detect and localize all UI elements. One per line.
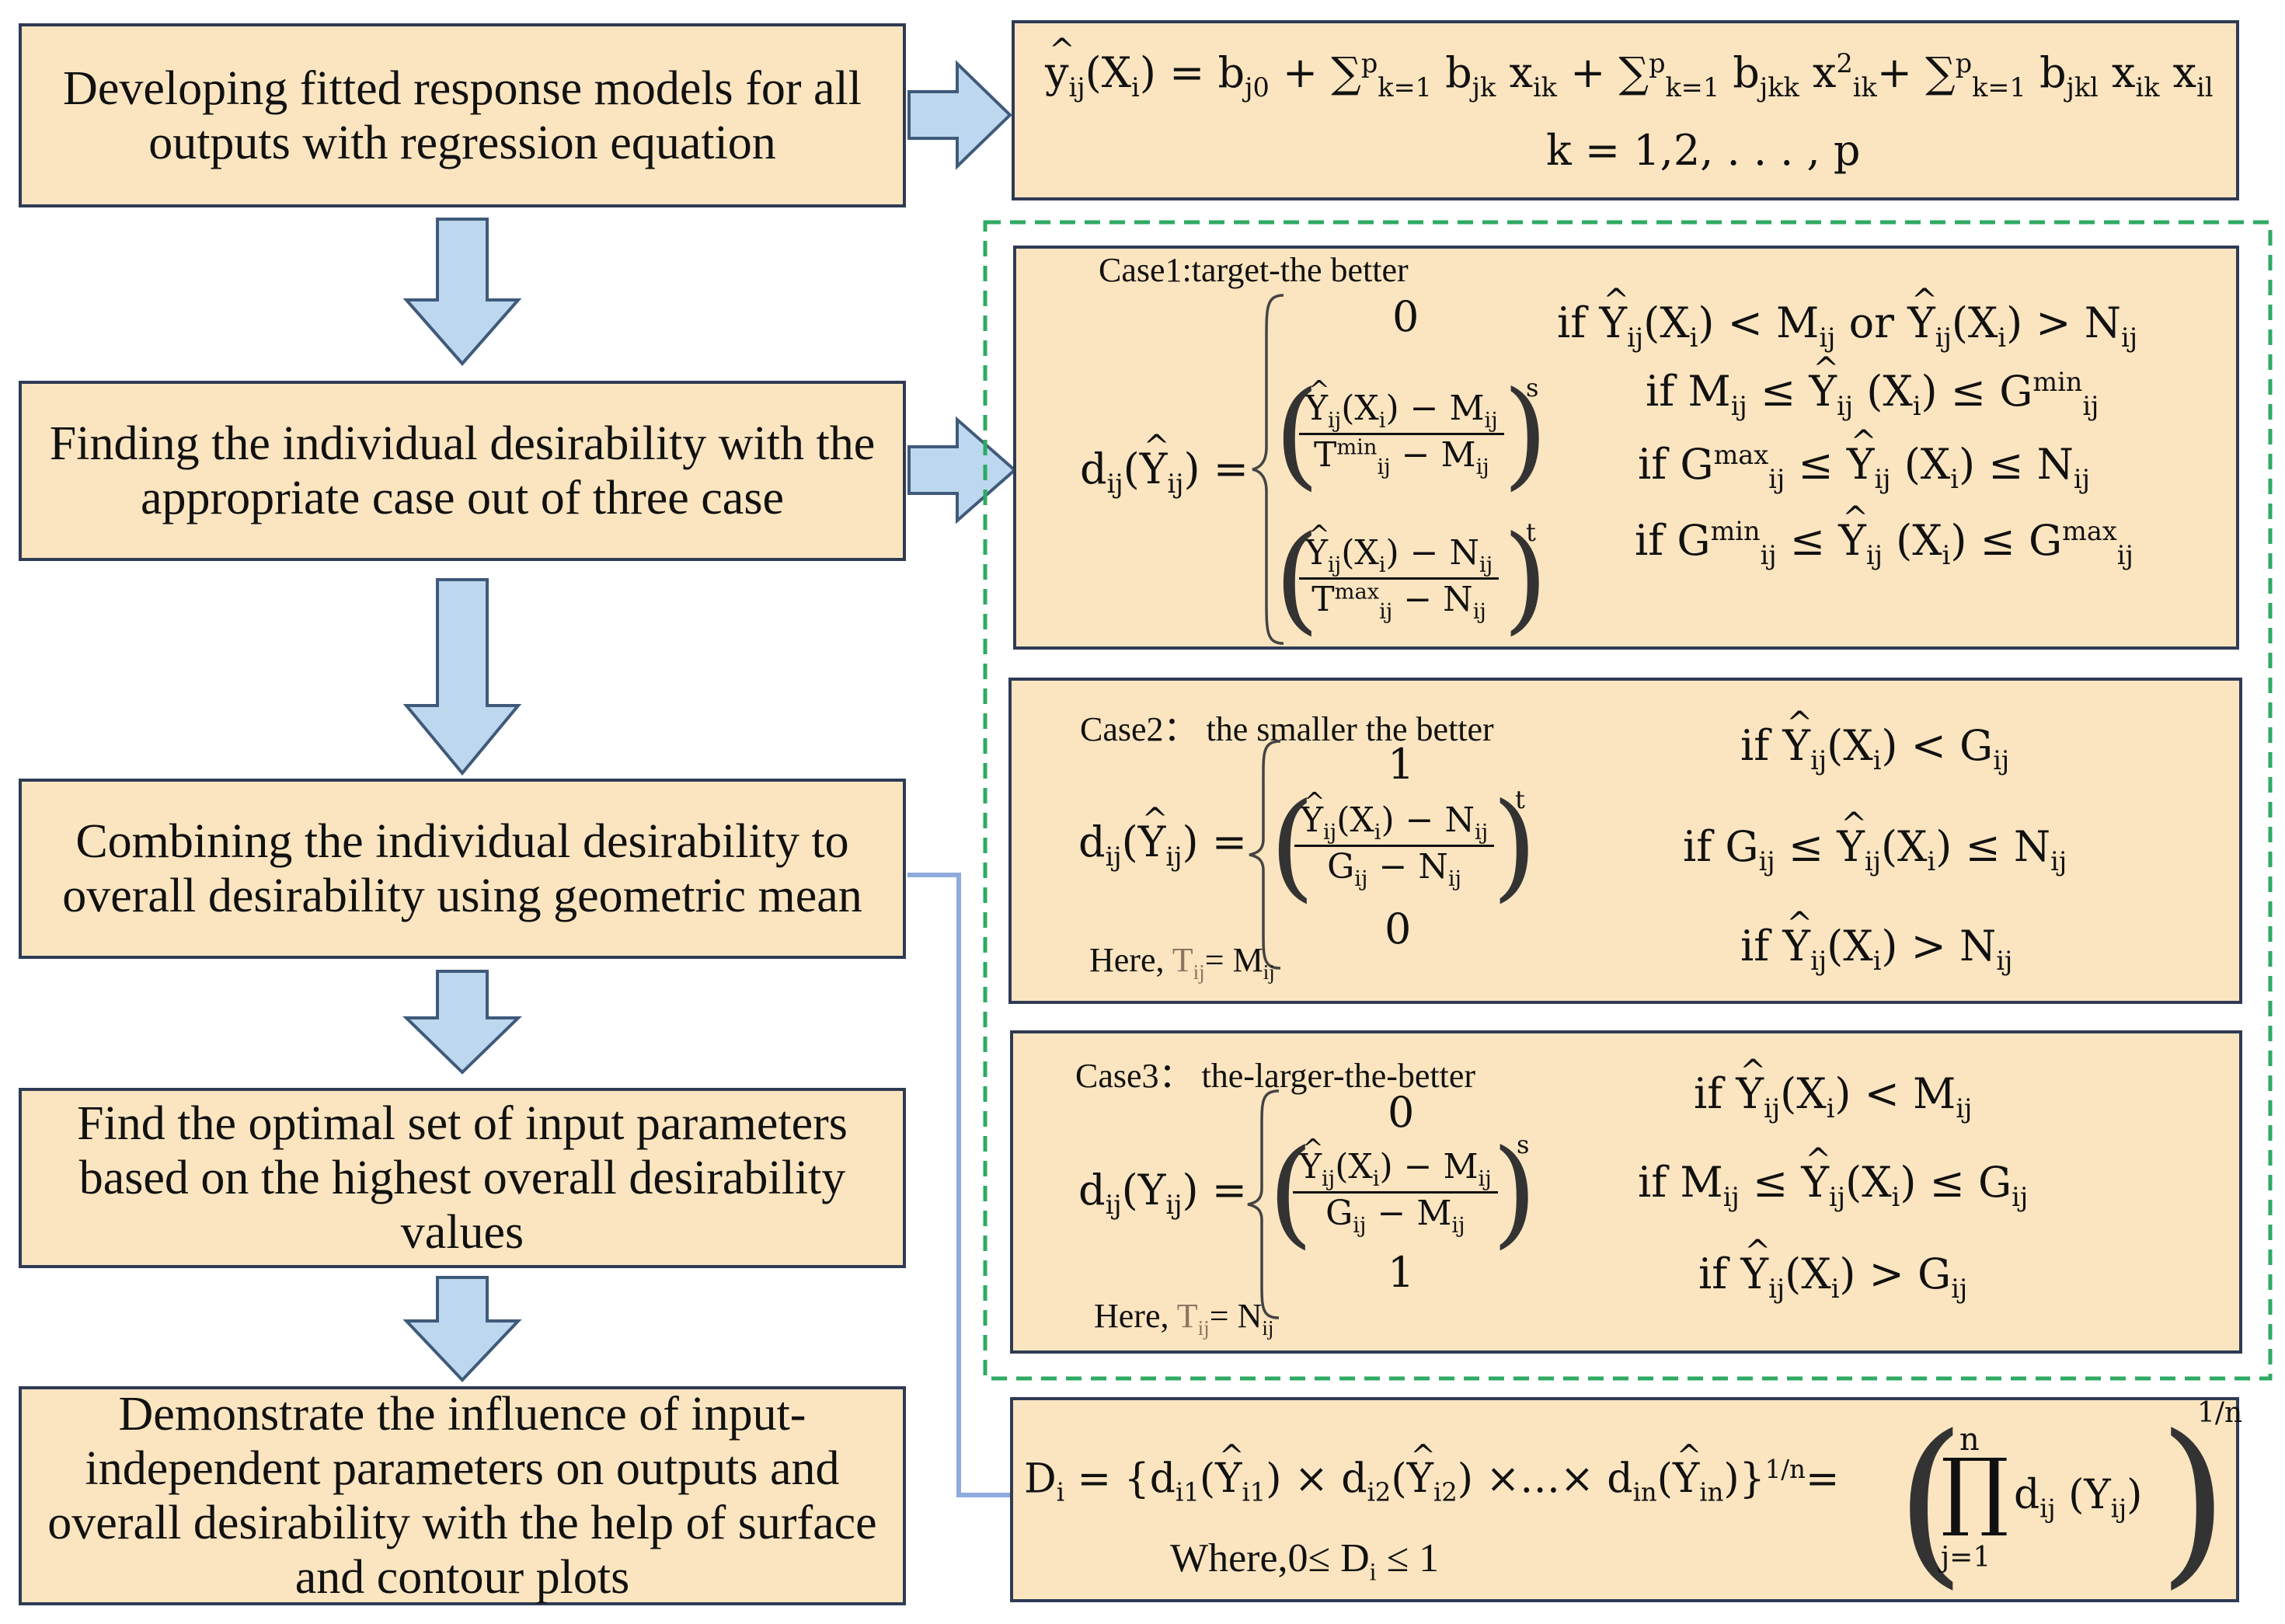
step-individual-desirability: Finding the individual desirability with… [19, 381, 906, 561]
case3-value-zero: 0 [1388, 1088, 1415, 1137]
overall-big-paren-close: ) [2158, 1398, 2228, 1605]
case3-value-one: 1 [1388, 1248, 1415, 1297]
case2-fraction: Yij(Xi) − Nij Gij − Nij [1294, 786, 1495, 891]
case3-here-prefix: Here, [1094, 1297, 1177, 1335]
case1-paren-2-close: ) [1503, 511, 1548, 646]
overall-equation: Di = {di1(Yi1) × di2(Yi2) ×…× din(Yin)}1… [1024, 1439, 1839, 1507]
case1-cond-2: if Mij ≤ Yij (Xi) ≤ Gminij [1646, 350, 2099, 421]
k-range: k = 1,2, . . . , p [1546, 126, 1861, 175]
case2-value-zero: 0 [1385, 904, 1412, 953]
case1-paren-1-close: ) [1503, 367, 1548, 502]
case3-cond-3: if Yij(Xi) > Gij [1698, 1232, 1967, 1304]
case1-title: Case1:target-the better [1099, 251, 1409, 289]
connector-line [907, 873, 1010, 1497]
case3-cond-2: if Mij ≤ Yij(Xi) ≤ Gij [1638, 1141, 2028, 1212]
overall-big-paren-open: ( [1896, 1398, 1966, 1605]
step-fitted-response-models: Developing fitted response models for al… [19, 23, 906, 207]
overall-product-term: dij (Yij) [2014, 1472, 2143, 1524]
cases-dashed-frame [983, 220, 2273, 1381]
case1-brace [1252, 294, 1284, 645]
case3-fraction: Yij(Xi) − Mij Gij − Mij [1293, 1133, 1498, 1238]
case3-exp-s: s [1517, 1130, 1530, 1159]
step-surface-contour-plots: Demonstrate the influence of input-indep… [19, 1386, 906, 1605]
case2-lhs: dij(Yij) = [1078, 800, 1247, 872]
product-upper-n: n [1959, 1422, 1980, 1458]
step-overall-desirability: Combining the individual desirability to… [19, 779, 906, 959]
right-arrow-1 [907, 60, 1012, 170]
down-arrow-3 [402, 970, 522, 1075]
regression-equation: yij(Xi) = bj0 + ∑pk=1 bjk xik + ∑pk=1 bj… [1045, 31, 2214, 103]
case2-cond-3: if Yij(Xi) > Nij [1740, 904, 2012, 976]
down-arrow-2 [402, 578, 522, 776]
case2-paren-close: ) [1492, 779, 1538, 914]
case3-box [1010, 1030, 2242, 1354]
case2-title: Case2： the smaller the better [1080, 710, 1494, 748]
case2-brace [1249, 740, 1281, 970]
case2-here-note: Here, Tij= Mij [1089, 941, 1275, 984]
case3-paren: ( [1268, 1125, 1314, 1260]
case3-title: Case3： the-larger-the-better [1075, 1057, 1476, 1095]
case1-lhs: dij(Yij) = [1080, 427, 1249, 499]
case1-cond-1: if Yij(Xi) < Mij or Yij(Xi) > Nij [1557, 281, 2137, 353]
case2-cond-1: if Yij(Xi) < Gij [1740, 704, 2009, 775]
case1-paren-1: ( [1274, 367, 1320, 502]
case3-brace [1247, 1089, 1280, 1319]
case1-cond-4: if Gminij ≤ Yij (Xi) ≤ Gmaxij [1635, 499, 2133, 570]
case2-value-one: 1 [1388, 740, 1415, 789]
where-suffix: ≤ 1 [1376, 1536, 1440, 1580]
case1-paren-2: ( [1274, 511, 1320, 646]
product-symbol: ∏ [1941, 1440, 2009, 1539]
case2-paren: ( [1270, 779, 1315, 914]
down-arrow-1 [402, 218, 522, 367]
case2-box [1008, 678, 2242, 1004]
case1-fraction-1: Yij(Xi) − Mij Tminij − Mij [1299, 375, 1504, 479]
overall-outer-exponent: 1/n [2197, 1397, 2243, 1429]
where-label: Where,0≤ D [1170, 1536, 1370, 1580]
case3-paren-close: ) [1492, 1125, 1538, 1260]
case1-exp-s: s [1526, 373, 1539, 403]
case2-here-prefix: Here, [1089, 941, 1172, 979]
overall-where-note: Where,0≤ Di ≤ 1 [1170, 1536, 1440, 1586]
case2-cond-2: if Gij ≤ Yij(Xi) ≤ Nij [1683, 805, 2067, 876]
case2-exp-t: t [1515, 785, 1525, 814]
case3-here-note: Here, Tij= Nij [1094, 1297, 1274, 1340]
step-optimal-parameters: Find the optimal set of input parameters… [19, 1088, 906, 1268]
case3-cond-1: if Yij(Xi) < Mij [1694, 1052, 1972, 1124]
case1-cond-3: if Gmaxij ≤ Yij (Xi) ≤ Nij [1638, 423, 2090, 494]
overall-desirability-box [1010, 1397, 2239, 1602]
product-lower-index: j=1 [1941, 1542, 1991, 1573]
regression-equation-box [1012, 20, 2239, 200]
down-arrow-4 [402, 1276, 522, 1382]
case1-fraction-2: Yij(Xi) − Nij Tmaxij − Nij [1299, 519, 1500, 624]
case1-exp-t: t [1526, 518, 1536, 547]
case3-lhs: dij(Yij) = [1078, 1166, 1247, 1220]
right-arrow-2 [907, 416, 1018, 524]
case1-value-zero: 0 [1392, 292, 1419, 341]
